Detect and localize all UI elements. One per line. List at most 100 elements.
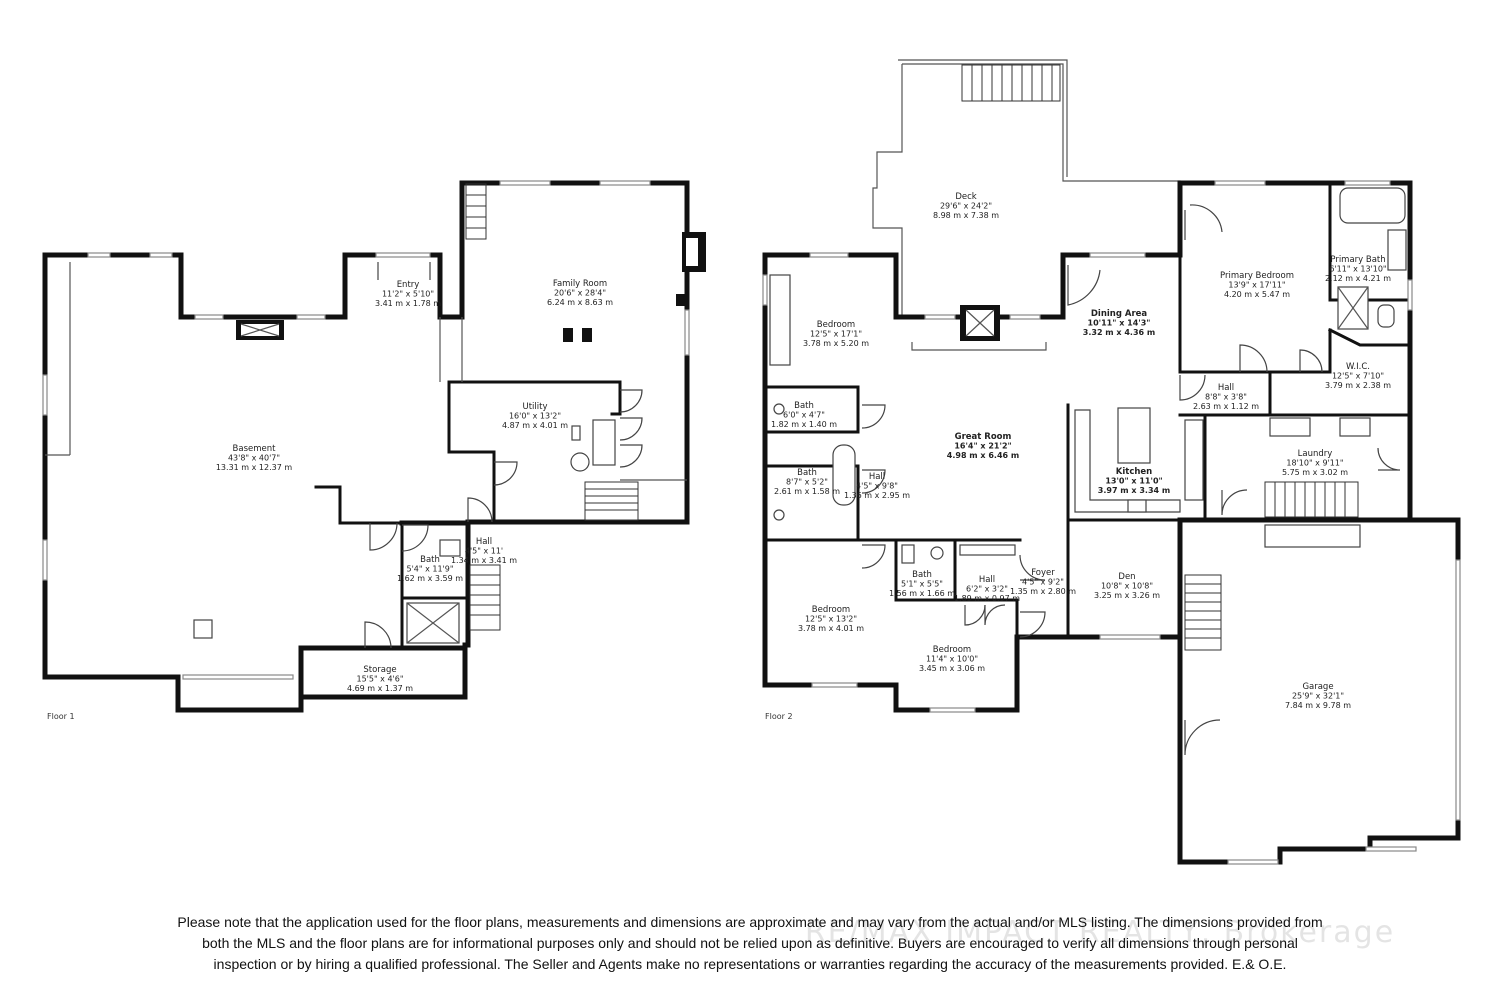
garage-stairs — [1184, 574, 1222, 651]
room-imperial: 12'5" x 13'2" — [805, 615, 857, 624]
room-metric: 3.45 m x 3.06 m — [919, 664, 985, 673]
room-imperial: 11'4" x 10'0" — [926, 655, 978, 664]
room-name: Entry — [397, 280, 420, 290]
room-name: Garage — [1302, 682, 1333, 692]
disclaimer-line: inspection or by hiring a qualified prof… — [213, 956, 1287, 972]
room-metric: 1.36 m x 2.95 m — [844, 491, 910, 500]
room-name: Primary Bedroom — [1220, 271, 1294, 281]
room-metric: 1.82 m x 1.40 m — [771, 420, 837, 429]
room-name: Hall — [476, 537, 492, 547]
room-name: Dining Area — [1091, 309, 1148, 319]
sink-fixture — [930, 546, 944, 560]
windows — [762, 180, 1461, 865]
room-metric: 2.63 m x 1.12 m — [1193, 402, 1259, 411]
room-imperial: 5'1" x 5'5" — [901, 580, 943, 589]
room-metric: 4.87 m x 4.01 m — [502, 421, 568, 430]
laundry-cabinet — [1269, 417, 1311, 437]
room-imperial: 43'8" x 40'7" — [228, 454, 280, 463]
basement-inner-wall — [314, 485, 404, 650]
room-metric: 2.61 m x 1.58 m — [774, 487, 840, 496]
room-name: Bath — [912, 570, 932, 580]
room-metric: 1.89 m x 0.97 m — [954, 594, 1020, 603]
floor-2-plan: Floor 2 — [762, 59, 1461, 865]
room-name: Primary Bath — [1330, 255, 1385, 265]
room-imperial: 11'2" x 5'10" — [382, 290, 434, 299]
floor-2-label: Floor 2 — [765, 712, 793, 721]
room-imperial: 13'9" x 17'11" — [1228, 281, 1285, 290]
room-name: Great Room — [955, 432, 1012, 442]
room-metric: 13.31 m x 12.37 m — [216, 463, 293, 472]
room-name: Hall — [979, 575, 995, 585]
stairs — [465, 183, 639, 631]
room-name: Bedroom — [812, 605, 850, 615]
room-metric: 3.78 m x 5.20 m — [803, 339, 869, 348]
room-metric: 3.78 m x 4.01 m — [798, 624, 864, 633]
room-metric: 1.56 m x 1.66 m — [889, 589, 955, 598]
room-metric: 1.34 m x 3.41 m — [451, 556, 517, 565]
column-icon — [582, 328, 592, 342]
room-name: Den — [1118, 572, 1135, 582]
room-imperial: 18'10" x 9'11" — [1286, 459, 1343, 468]
room-imperial: 4'5" x 11' — [465, 547, 503, 556]
room-imperial: 4'5" x 9'2" — [1022, 578, 1064, 587]
room-name: Family Room — [553, 279, 607, 289]
room-name: Bath — [797, 468, 817, 478]
sink-fixture — [773, 509, 785, 521]
room-metric: 3.79 m x 2.38 m — [1325, 381, 1391, 390]
room-imperial: 15'5" x 4'6" — [356, 675, 403, 684]
utility-cabinet — [592, 419, 616, 466]
room-imperial: 25'9" x 32'1" — [1292, 692, 1344, 701]
laundry-wall — [1178, 410, 1412, 522]
room-imperial: 12'5" x 7'10" — [1332, 372, 1384, 381]
kitchen-island — [1117, 407, 1151, 464]
room-imperial: 8'7" x 5'2" — [786, 478, 828, 487]
room-imperial: 29'6" x 24'2" — [940, 202, 992, 211]
bathtub-fixture — [832, 444, 856, 506]
room-imperial: 5'4" x 11'9" — [406, 565, 453, 574]
room-metric: 1.35 m x 2.80 m — [1010, 587, 1076, 596]
room-name: Deck — [955, 192, 976, 202]
sink-fixture — [439, 539, 461, 557]
deck-outline — [872, 63, 1181, 318]
room-name: Storage — [363, 665, 396, 675]
primary-bedroom-wall — [1178, 181, 1412, 414]
floor-1-label: Floor 1 — [47, 712, 75, 721]
floor-2-outer-wall — [762, 252, 1183, 713]
room-name: Foyer — [1031, 568, 1055, 578]
stove-icon — [1127, 499, 1147, 513]
kitchen-counter — [1184, 419, 1204, 501]
garage-storage — [1264, 524, 1361, 548]
room-metric: 3.41 m x 1.78 m — [375, 299, 441, 308]
floor-1-plan: Floor 1 — [42, 180, 706, 721]
sink-fixture — [773, 403, 785, 415]
room-metric: 4.98 m x 6.46 m — [947, 451, 1019, 460]
room-name: Bedroom — [933, 645, 971, 655]
room-name: Bath — [420, 555, 440, 565]
disclaimer-line: both the MLS and the floor plans are for… — [202, 935, 1298, 951]
center-walls — [894, 538, 1022, 639]
bathtub-fixture — [1339, 187, 1406, 224]
room-metric: 1.62 m x 3.59 m — [397, 574, 463, 583]
column-icon — [563, 328, 573, 342]
room-metric: 4.20 m x 5.47 m — [1224, 290, 1290, 299]
stairs — [1264, 481, 1359, 518]
floor-1-outer-wall — [42, 180, 690, 713]
brokerage-watermark: RE/MAX IMPACT REALTY, Brokerage — [805, 915, 1395, 950]
room-name: Hall — [869, 472, 885, 482]
toilet-fixture — [1377, 304, 1395, 328]
room-metric: 4.69 m x 1.37 m — [347, 684, 413, 693]
room-imperial: 4'5" x 9'8" — [856, 482, 898, 491]
